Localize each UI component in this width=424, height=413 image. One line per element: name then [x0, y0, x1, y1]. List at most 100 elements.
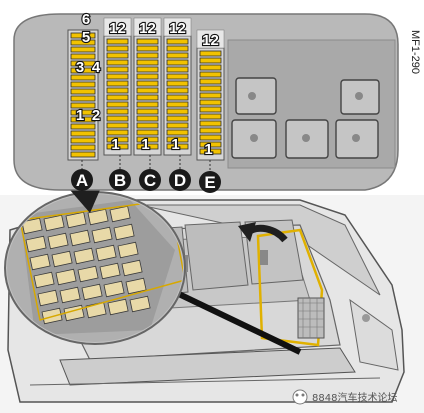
fuse-slot — [70, 74, 96, 81]
fuse-slot — [106, 129, 129, 136]
magnified-fuse — [129, 295, 151, 313]
fuse-slot — [70, 137, 96, 144]
magnified-fuse — [95, 244, 117, 262]
fuse-slot — [199, 113, 222, 120]
fuse-slot — [199, 57, 222, 64]
fuse-slot — [136, 73, 159, 80]
magnified-fuse — [37, 289, 59, 307]
fuse-slot — [136, 94, 159, 101]
fuse-slot — [166, 73, 189, 80]
fuse-slot — [106, 45, 129, 52]
fuse-top-label: 12 — [169, 20, 186, 37]
magnified-fuse — [43, 214, 65, 232]
fuse-slot — [136, 45, 159, 52]
fuse-slot — [136, 108, 159, 115]
fuse-number-label: 6 — [82, 11, 90, 28]
magnified-fuse-box — [4, 190, 186, 345]
fuse-slot — [199, 106, 222, 113]
fuse-bottom-label: 1 — [171, 136, 179, 153]
fuse-slot — [106, 101, 129, 108]
fuse-slot — [199, 64, 222, 71]
fuse-slot — [106, 73, 129, 80]
watermark-text: 8848汽车技术论坛 — [312, 391, 397, 404]
magnified-fuse — [47, 232, 69, 250]
fuse-top-label: 12 — [139, 20, 156, 37]
fuse-slot — [70, 67, 96, 74]
fuse-slot — [166, 45, 189, 52]
fuse-slot — [106, 122, 129, 129]
fuse-slot — [70, 32, 96, 39]
fuse-group-badge — [199, 171, 221, 193]
fuse-slot — [106, 87, 129, 94]
fuse-number-label: 3 — [76, 59, 84, 76]
fuse-slot — [166, 129, 189, 136]
fuse-slot — [166, 136, 189, 143]
fuse-top-label: 12 — [202, 32, 219, 49]
magnified-fuse — [73, 247, 95, 265]
fuse-slot — [106, 143, 129, 150]
magnified-fuse — [69, 229, 91, 247]
fuse-slot — [70, 102, 96, 109]
fuse-slot — [136, 129, 159, 136]
fuse-slot — [166, 80, 189, 87]
fuse-slot — [166, 115, 189, 122]
fuse-slot — [166, 59, 189, 66]
fuse-group-letter: A — [76, 171, 88, 190]
fuse-group-letter: E — [204, 173, 215, 192]
fuse-column-e: 12 1 — [196, 29, 225, 172]
pointer-line — [158, 282, 302, 355]
fuse-slot — [136, 115, 159, 122]
magnified-fuse — [99, 262, 121, 280]
magnified-fuse — [121, 259, 143, 277]
fuse-group-badge — [109, 169, 131, 191]
fuse-slot — [136, 143, 159, 150]
fuse-slot — [199, 78, 222, 85]
fuse-slot — [166, 87, 189, 94]
fuse-slot — [70, 60, 96, 67]
fuse-slot — [199, 50, 222, 57]
magnified-fuse — [87, 208, 109, 226]
fuse-slot — [199, 99, 222, 106]
fuse-slot — [70, 46, 96, 53]
fuse-slot — [106, 38, 129, 45]
fuse-slot — [70, 130, 96, 137]
fuse-slot — [199, 127, 222, 134]
fuse-slot — [136, 101, 159, 108]
fuse-slot — [199, 141, 222, 148]
fuse-slot — [106, 80, 129, 87]
magnified-fuse — [51, 250, 73, 268]
magnified-fuse — [91, 226, 113, 244]
fuse-slot — [166, 94, 189, 101]
fuse-slot — [199, 71, 222, 78]
fuse-slot — [166, 101, 189, 108]
fuse-slot — [199, 85, 222, 92]
fuse-bottom-label: 1 — [204, 141, 212, 158]
fuse-slot — [70, 151, 96, 158]
fuse-slot — [166, 38, 189, 45]
magnified-fuse — [117, 241, 139, 259]
fuse-slot — [70, 53, 96, 60]
fuse-slot — [166, 66, 189, 73]
fuse-slot — [199, 148, 222, 155]
magnified-fuse — [59, 286, 81, 304]
fuse-slot — [166, 108, 189, 115]
fuse-slot — [70, 123, 96, 130]
fuse-number-label: 2 — [92, 107, 100, 124]
fuse-slot — [166, 143, 189, 150]
fuse-slot — [136, 52, 159, 59]
fuse-slot — [70, 109, 96, 116]
fuse-slot — [70, 116, 96, 123]
fuse-number-label: 4 — [92, 59, 101, 76]
magnified-fuse — [103, 280, 125, 298]
fuse-number-label: 1 — [76, 107, 84, 124]
fuse-column-c: 121 — [133, 17, 162, 170]
magnified-fuse — [77, 265, 99, 283]
magnified-fuse — [25, 235, 47, 253]
fuse-group-badge — [71, 169, 93, 191]
fuse-group-letter: D — [174, 171, 186, 190]
figure-code: MF1-290 — [409, 30, 421, 74]
